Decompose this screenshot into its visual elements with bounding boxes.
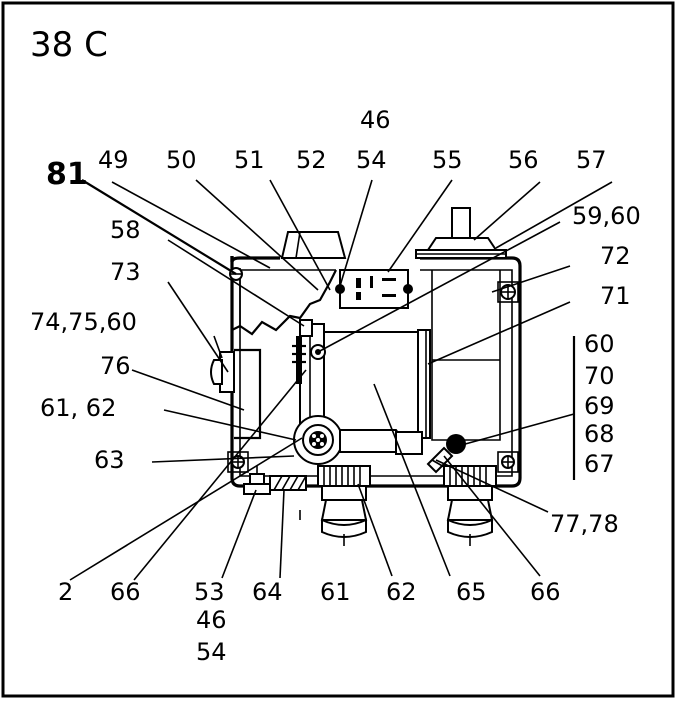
leader-lines [69,179,613,581]
connector-tube [339,429,423,455]
label-46-top: 46 [360,106,391,134]
corner-screw-top-right [497,281,519,303]
label-74-75-60: 74,75,60 [30,308,137,336]
label-73: 73 [110,258,141,286]
label-54-top: 54 [356,146,387,174]
label-59-60: 59,60 [572,202,641,230]
label-52: 52 [296,146,327,174]
figure-title: 38 C [30,25,108,65]
label-54-bottom: 54 [196,638,227,666]
label-49: 49 [98,146,129,174]
label-67: 67 [584,450,615,478]
label-61-62: 61, 62 [40,394,116,422]
hatched-plate [269,475,307,491]
label-50: 50 [166,146,197,174]
control-knob [280,231,347,259]
label-2: 2 [58,578,73,606]
corner-screw-bottom-right [497,451,519,473]
label-62-bottom: 62 [386,578,417,606]
cable-gland-right [443,465,497,546]
label-76: 76 [100,352,131,380]
label-72: 72 [600,242,631,270]
indicator-dot [446,434,466,454]
cable-gland-left [317,465,371,546]
side-plate [431,270,501,441]
label-65: 65 [456,578,487,606]
callout-labels: 46 49 50 51 52 54 55 56 57 81 58 59,60 7… [30,106,641,666]
left-bracket [210,348,262,440]
label-77-78: 77,78 [550,510,619,538]
terminal-block [335,269,413,309]
label-68: 68 [584,420,615,448]
top-fitting [415,207,507,259]
label-64: 64 [252,578,283,606]
label-56: 56 [508,146,539,174]
adjusting-screw [292,319,326,384]
label-57: 57 [576,146,607,174]
label-63: 63 [94,446,125,474]
label-61-bottom: 61 [320,578,351,606]
label-51: 51 [234,146,265,174]
label-53: 53 [194,578,225,606]
label-70: 70 [584,362,615,390]
label-66-right: 66 [530,578,561,606]
label-55: 55 [432,146,463,174]
label-60-right: 60 [584,330,615,358]
label-58: 58 [110,216,141,244]
label-71: 71 [600,282,631,310]
label-46-bottom: 46 [196,606,227,634]
round-connector [293,415,343,465]
housing [227,256,522,488]
label-81: 81 [46,157,88,192]
label-69: 69 [584,392,615,420]
label-66-left: 66 [110,578,141,606]
